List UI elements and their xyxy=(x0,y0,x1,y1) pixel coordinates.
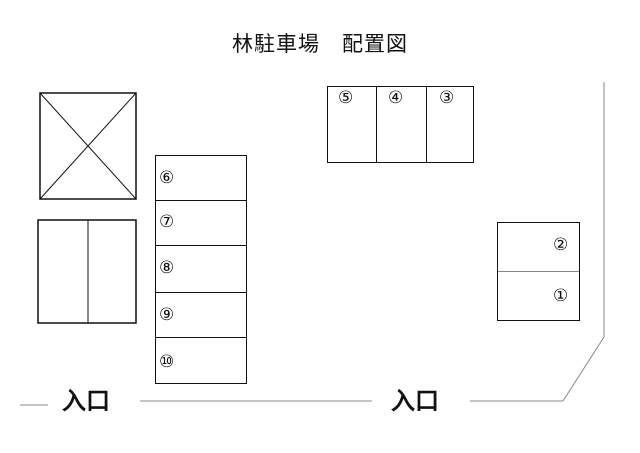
parking-space-1: ① xyxy=(498,272,579,320)
parking-space-5: ⑤ xyxy=(328,87,377,162)
parking-space-9: ⑨ xyxy=(156,293,246,338)
entrance-label-right: 入口 xyxy=(391,387,439,415)
parking-block-right: ② ① xyxy=(497,222,580,321)
space-number-1: ① xyxy=(553,286,569,306)
space-number-3: ③ xyxy=(439,88,455,108)
space-number-8: ⑧ xyxy=(159,258,175,278)
parking-space-7: ⑦ xyxy=(156,201,246,246)
parking-space-4: ④ xyxy=(377,87,427,162)
parking-space-2: ② xyxy=(498,223,579,272)
parking-space-8: ⑧ xyxy=(156,246,246,293)
diagram-title: 林駐車場 配置図 xyxy=(232,32,408,56)
space-number-9: ⑨ xyxy=(159,305,175,325)
space-number-10: ⑩ xyxy=(159,352,175,372)
space-number-7: ⑦ xyxy=(159,212,175,232)
parking-column-middle: ⑥ ⑦ ⑧ ⑨ ⑩ xyxy=(155,155,247,384)
parking-space-6: ⑥ xyxy=(156,156,246,201)
space-number-2: ② xyxy=(553,235,569,255)
site-boundary-right xyxy=(562,82,605,402)
parking-space-10: ⑩ xyxy=(156,338,246,383)
space-number-4: ④ xyxy=(388,88,404,108)
space-number-5: ⑤ xyxy=(338,88,354,108)
crossed-area xyxy=(39,92,137,200)
parking-row-top: ⑤ ④ ③ xyxy=(327,86,474,163)
left-block xyxy=(37,219,137,324)
parking-space-3: ③ xyxy=(427,87,473,162)
space-number-6: ⑥ xyxy=(159,168,175,188)
entrance-label-left: 入口 xyxy=(62,387,110,415)
